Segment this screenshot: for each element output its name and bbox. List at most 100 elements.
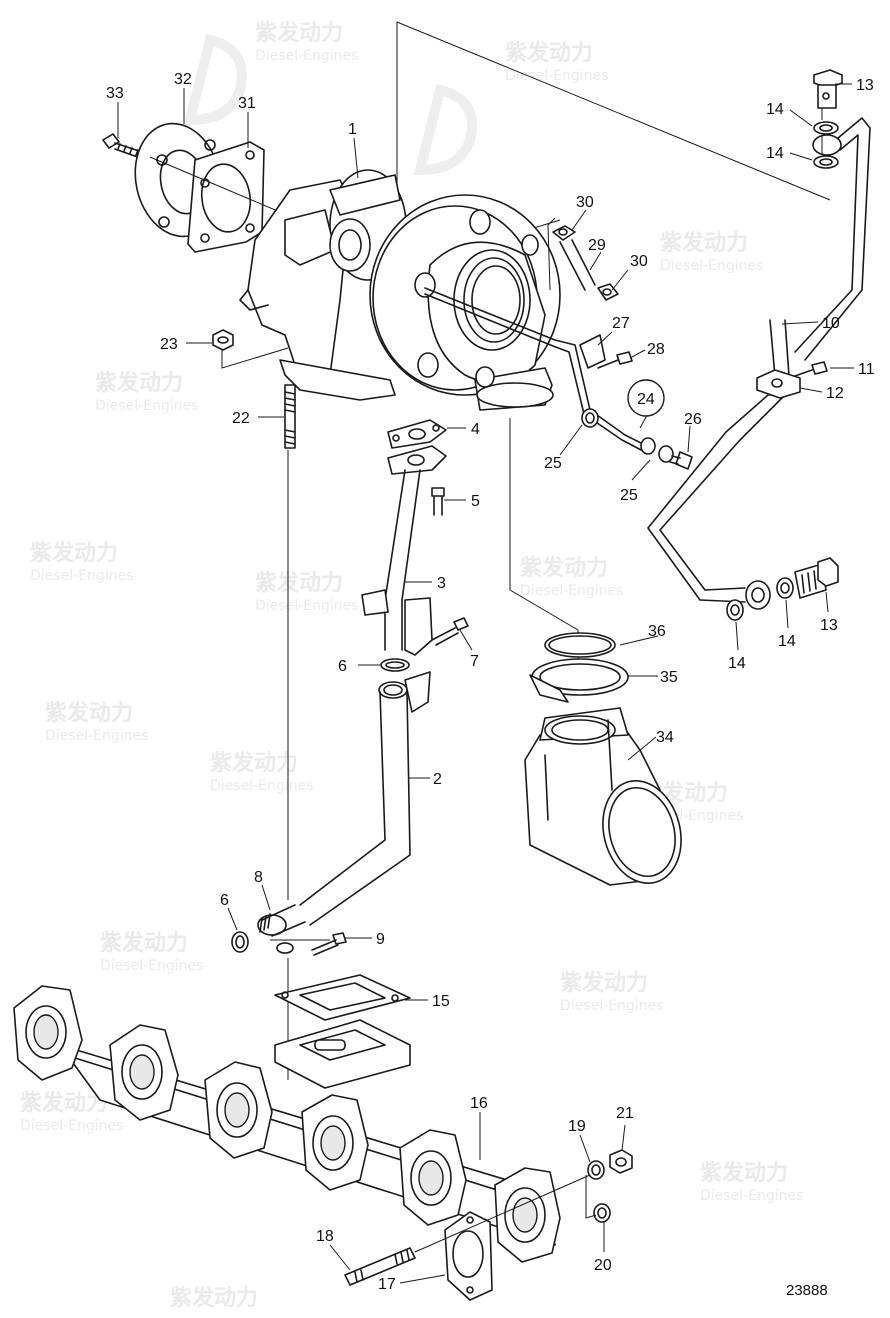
oil-feed-pipe-10	[647, 117, 871, 610]
watermark-brand: 紫发动力	[95, 370, 183, 396]
callout-13a: 13	[856, 77, 874, 94]
callout-15: 15	[432, 993, 450, 1010]
callout-24: 24	[637, 391, 655, 408]
watermark: 紫发动力 Diesel-Engines	[660, 230, 763, 274]
nut-23	[212, 329, 234, 351]
watermark-subtitle: Diesel-Engines	[255, 598, 358, 614]
pipe-27-leader	[547, 217, 556, 291]
callout-13b: 13	[820, 617, 838, 634]
callout-31: 31	[238, 95, 256, 112]
watermark: 紫发动力 Diesel-Engines	[520, 555, 623, 599]
callout-36: 36	[648, 623, 666, 640]
watermark-subtitle: Diesel-Engines	[505, 68, 608, 84]
banjo-bolt-13-lower	[794, 557, 839, 599]
washer-14-lower-left	[726, 599, 744, 621]
oil-feed-pipe-27	[424, 287, 646, 452]
watermark-brand: 紫发动力	[210, 750, 298, 776]
manifold-port	[399, 1129, 467, 1226]
drawing-number: 23888	[786, 1282, 828, 1299]
callout-34: 34	[656, 729, 674, 746]
banjo-bolt-13-top	[813, 69, 843, 109]
bolt-5	[431, 487, 445, 516]
callout-16: 16	[470, 1095, 488, 1112]
watermark-subtitle: Diesel-Engines	[255, 48, 358, 64]
callout-22: 22	[232, 410, 250, 427]
callout-6a: 6	[338, 658, 347, 675]
gasket-15	[274, 974, 411, 1021]
manifold-port	[204, 1061, 273, 1159]
callout-1: 1	[348, 121, 357, 138]
watermark-subtitle: Diesel-Engines	[100, 958, 203, 974]
callout-25b: 25	[620, 487, 638, 504]
washer-14-lower-right	[776, 577, 794, 599]
watermark-subtitle: Diesel-Engines	[560, 998, 663, 1014]
watermark: 紫发动力 Diesel-Engines	[100, 930, 203, 974]
watermark-subtitle: Diesel-Engines	[700, 1188, 803, 1204]
watermark-subtitle: Diesel-Engines	[45, 728, 148, 744]
callout-32: 32	[174, 71, 192, 88]
watermark-subtitle: Diesel-Engines	[20, 1118, 123, 1134]
bolt-7	[431, 617, 469, 646]
watermark: 紫发动力 Diesel-Engines	[183, 20, 358, 126]
callout-labels: 33 32 31 1 23 22 4 5 3 6 7 2 8 6 9 15 16…	[106, 71, 875, 1293]
watermark: 紫发动力 Diesel-Engines	[255, 570, 358, 614]
watermark-brand: 紫发动力	[505, 40, 593, 66]
o-ring-6	[380, 658, 410, 672]
stud-18-axis	[414, 1174, 591, 1253]
reference-circle-24	[627, 379, 665, 417]
callout-30a: 30	[576, 194, 594, 211]
callout-30b: 30	[630, 253, 648, 270]
callout-10: 10	[822, 315, 840, 332]
callout-leaders	[117, 83, 854, 1284]
callout-35: 35	[660, 669, 678, 686]
hose-29	[559, 239, 596, 291]
watermark-brand: 紫发动力	[660, 230, 748, 256]
callout-14a: 14	[766, 101, 784, 118]
bolt-26	[669, 451, 693, 470]
watermark: 紫发动力 Diesel-Engines	[700, 1160, 803, 1204]
o-ring-36	[544, 632, 616, 658]
watermark-brand: 紫发动力	[520, 555, 608, 581]
watermark-brand: 紫发动力	[255, 20, 343, 46]
watermark: 紫发动力	[170, 1285, 258, 1311]
callout-19: 19	[568, 1118, 586, 1135]
callout-29: 29	[588, 237, 606, 254]
callout-5: 5	[471, 493, 480, 510]
washer	[276, 942, 294, 954]
clamp-12	[756, 369, 801, 399]
watermark: 紫发动力 Diesel-Engines	[95, 370, 198, 414]
watermark: 紫发动力 Diesel-Engines	[210, 750, 313, 794]
intake-elbow-34	[524, 707, 682, 886]
watermark-subtitle: Diesel-Engines	[520, 583, 623, 599]
callout-11: 11	[858, 361, 875, 378]
o-ring-6-lower	[231, 931, 249, 953]
bolt-11	[794, 361, 828, 377]
watermark: 紫发动力 Diesel-Engines	[560, 970, 663, 1014]
callout-3: 3	[437, 575, 446, 592]
callout-14d: 14	[728, 655, 746, 672]
watermark-subtitle: Diesel-Engines	[660, 258, 763, 274]
nut-23-leader	[221, 347, 289, 369]
washer-25	[581, 408, 599, 428]
watermark-subtitle: Diesel-Engines	[30, 568, 133, 584]
manifold-turbo-flange	[274, 1019, 411, 1089]
washer-14-top	[813, 121, 839, 135]
oil-return-pipe-3	[361, 445, 447, 656]
manifold-port	[13, 985, 83, 1081]
washer-14-mid	[813, 155, 839, 169]
turbocharger-1	[239, 169, 561, 411]
bolt-28	[597, 351, 633, 369]
callout-33: 33	[106, 85, 124, 102]
callout-7: 7	[470, 653, 479, 670]
washer-19	[587, 1160, 605, 1180]
stud-22	[284, 384, 296, 449]
callout-17: 17	[378, 1276, 396, 1293]
manifold-port	[109, 1024, 179, 1121]
watermark-brand: 紫发动力	[700, 1160, 788, 1186]
clamp-35	[529, 658, 629, 703]
watermark: 紫发动力 Diesel-Engines	[20, 1090, 123, 1134]
oil-return-pipe-2	[257, 671, 431, 937]
callout-14b: 14	[766, 145, 784, 162]
gasket-4	[387, 419, 447, 449]
watermark-brand: 紫发动力	[170, 1285, 258, 1311]
